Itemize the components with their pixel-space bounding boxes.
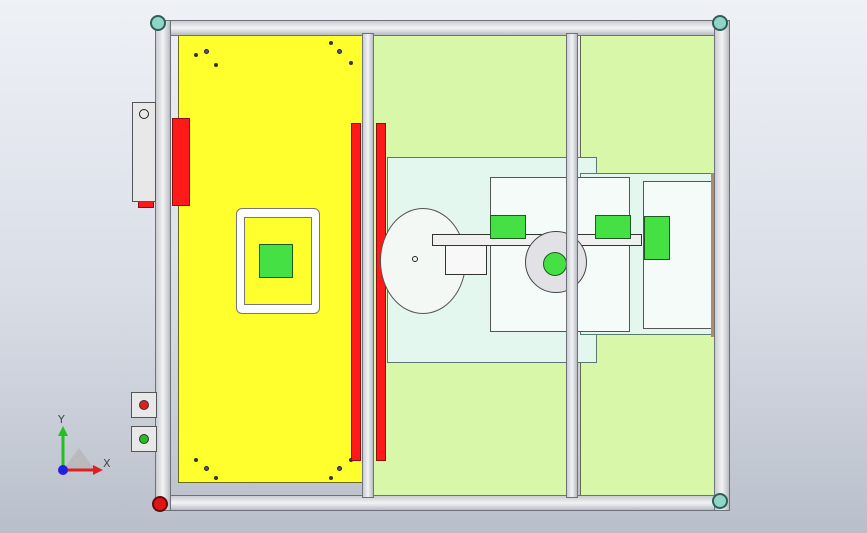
x-axis-label: X: [103, 457, 111, 470]
yellow-mounting-plate: [178, 35, 363, 483]
red-rail-outer: [376, 123, 386, 461]
screw: [349, 61, 353, 65]
fixture-inner: [244, 217, 312, 305]
start-button-icon[interactable]: [139, 434, 149, 444]
frame-bar-divider-2: [566, 33, 578, 498]
screw: [214, 476, 218, 480]
corner-red-marker: [152, 496, 168, 512]
stop-button-box[interactable]: [131, 392, 157, 418]
y-axis-label: Y: [58, 413, 65, 426]
rotary-center-mark: [412, 256, 418, 262]
screw: [329, 476, 333, 480]
axis-triad: [58, 426, 103, 475]
corner-bracket: [712, 15, 728, 31]
corner-bracket: [712, 493, 728, 509]
gripper-head: [445, 245, 487, 275]
green-bracket-right: [595, 215, 631, 239]
red-block: [172, 118, 190, 206]
bracket-hole: [139, 109, 149, 119]
z-axis-dot: [58, 465, 68, 475]
mount-hole: [337, 49, 342, 54]
screw: [194, 458, 198, 462]
gear-hub: [543, 252, 567, 276]
frame-bar-left: [155, 20, 171, 511]
x-axis-head: [93, 465, 103, 475]
green-bracket-left: [490, 215, 526, 239]
frame-bar-divider-1: [362, 33, 374, 498]
backing-strip: [608, 173, 714, 337]
frame-bar-right: [714, 20, 730, 511]
screw: [214, 63, 218, 67]
side-bracket: [132, 102, 156, 202]
frame-bar-top: [155, 20, 730, 36]
mount-hole: [204, 49, 209, 54]
mount-hole: [204, 466, 209, 471]
green-end-block: [644, 216, 670, 260]
corner-bracket: [150, 15, 166, 31]
red-rail-inner: [351, 123, 361, 461]
screw: [329, 41, 333, 45]
screw: [194, 53, 198, 57]
machine-assembly: [138, 15, 735, 515]
stop-button-icon[interactable]: [139, 400, 149, 410]
y-axis-head: [58, 426, 68, 436]
mount-hole: [337, 466, 342, 471]
frame-bar-bottom: [155, 495, 730, 511]
z-plane-wedge: [63, 448, 95, 470]
green-component: [259, 244, 293, 278]
fixture-window: [236, 208, 320, 314]
start-button-box[interactable]: [131, 426, 157, 452]
